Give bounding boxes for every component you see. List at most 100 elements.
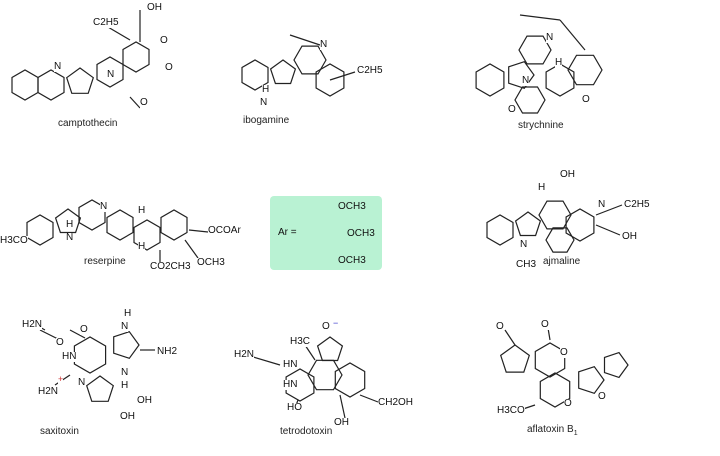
- atom-label: O: [56, 337, 64, 348]
- atom-label: HN: [62, 351, 77, 362]
- ring: [538, 200, 572, 230]
- reserpine-label: reserpine: [84, 256, 126, 267]
- ring: [539, 372, 571, 408]
- ring: [54, 208, 82, 234]
- atom-label: O: [80, 324, 88, 335]
- ring: [133, 219, 161, 251]
- atom-label: N: [121, 367, 129, 378]
- methoxy-label: OCH3: [338, 201, 366, 212]
- bond: [595, 224, 621, 236]
- bond: [129, 96, 141, 109]
- atom-label: H: [66, 219, 74, 230]
- ring: [518, 35, 552, 65]
- ring: [113, 330, 140, 360]
- atom-label: HN: [283, 379, 298, 390]
- atom-label: O: [160, 35, 168, 46]
- atom-label: N: [598, 199, 606, 210]
- ring: [545, 227, 575, 253]
- bond: [519, 14, 561, 21]
- bond: [188, 229, 209, 233]
- atom-label: H: [262, 84, 270, 95]
- atom-label: N: [78, 377, 86, 388]
- camptothecin-label: camptothecin: [58, 118, 118, 129]
- ring: [316, 336, 344, 362]
- atom-label: H: [124, 308, 132, 319]
- ring: [334, 362, 366, 398]
- ring: [106, 209, 134, 241]
- atom-label: O: [541, 319, 549, 330]
- atom-label: CH2OH: [378, 397, 414, 408]
- saxitoxin-label: saxitoxin: [40, 426, 79, 437]
- atom-label: O: [322, 321, 330, 332]
- atom-label: H: [138, 205, 146, 216]
- atom-label: C2H5: [357, 65, 383, 76]
- ring: [11, 69, 39, 101]
- atom-label: OH: [560, 169, 575, 180]
- atom-label: H2N: [234, 349, 255, 360]
- bond: [339, 394, 346, 419]
- ring: [565, 208, 595, 242]
- atom-label: C2H5: [93, 17, 119, 28]
- atom-label: H: [138, 241, 146, 252]
- bond: [289, 34, 321, 46]
- positive-charge-icon: +: [58, 374, 64, 384]
- atom-label: H3CO: [497, 405, 525, 416]
- methoxy-label: OCH3: [338, 255, 366, 266]
- atom-label: H3C: [290, 336, 311, 347]
- atom-label: H2N: [38, 386, 59, 397]
- ring: [499, 344, 531, 373]
- atom-label: C2H5: [624, 199, 650, 210]
- atom-label: CO2CH3: [150, 261, 191, 272]
- bond: [359, 394, 379, 403]
- atom-label: HO: [287, 402, 302, 413]
- ajmaline-label: ajmaline: [543, 256, 581, 267]
- ring: [475, 63, 505, 97]
- bond: [559, 19, 586, 51]
- tetrodotoxin-label: tetrodotoxin: [280, 426, 333, 437]
- aflatoxin-label: aflatoxin B1: [527, 424, 578, 437]
- bond: [304, 344, 316, 361]
- ring: [293, 45, 327, 75]
- atom-label: N: [121, 321, 129, 332]
- ring: [603, 351, 629, 379]
- ring: [26, 214, 54, 246]
- atom-label: H: [121, 380, 129, 391]
- atom-label: OH: [147, 2, 162, 13]
- ring: [567, 54, 603, 86]
- bond: [249, 355, 281, 366]
- atom-label: OH: [120, 411, 135, 422]
- methoxy-label: OCH3: [347, 228, 375, 239]
- strychnine-label: strychnine: [518, 120, 564, 131]
- atom-label: OH: [334, 417, 349, 428]
- ring: [37, 69, 65, 101]
- ring: [65, 67, 95, 94]
- atom-label: H2N: [22, 319, 43, 330]
- atom-label: HN: [283, 359, 298, 370]
- ar-prefix: Ar =: [278, 227, 297, 238]
- ring: [514, 211, 542, 237]
- ring: [160, 209, 188, 241]
- bond: [595, 204, 623, 216]
- bond: [547, 327, 551, 341]
- ibogamine-label: ibogamine: [243, 115, 290, 126]
- ring: [545, 63, 575, 97]
- bond: [504, 329, 516, 346]
- ring: [73, 336, 107, 374]
- atom-label: NH2: [157, 346, 178, 357]
- ring: [578, 365, 605, 395]
- aryl-definition-box: [270, 196, 382, 270]
- atom-label: O: [564, 398, 572, 409]
- ring: [85, 375, 115, 402]
- atom-label: O: [560, 347, 568, 358]
- bond: [329, 71, 356, 81]
- atom-label: H: [555, 57, 563, 68]
- atom-label: O: [496, 321, 504, 332]
- negative-charge-icon: −: [333, 318, 339, 328]
- atom-label: CH3: [516, 259, 537, 270]
- bond: [69, 329, 86, 339]
- atom-label: N: [66, 232, 74, 243]
- ring: [307, 359, 343, 391]
- ring: [269, 59, 297, 85]
- atom-label: H: [538, 182, 546, 193]
- atom-label: O: [140, 97, 148, 108]
